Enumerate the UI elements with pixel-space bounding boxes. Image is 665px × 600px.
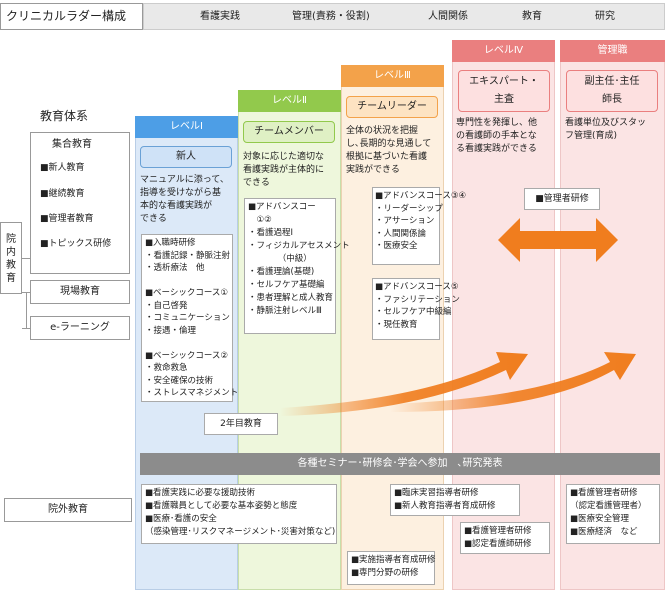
level4-description: 専門性を発揮し、他 の看護師の手本とな る看護実践ができる [456, 118, 538, 154]
management-training-box: ■管理者研修 [524, 188, 600, 210]
category-nursing-practice: 看護実践 [200, 11, 240, 22]
on-site-education: 現場教育 [30, 280, 130, 304]
group-item-manager: ■管理者教育 [40, 214, 94, 224]
level3-course-box-b: ■アドバンスコース⑤ ・ファシリテーション ・セルフケア中級編 ・現任教育 [372, 278, 460, 340]
seminar-bar: 各種セミナー･研修会･学会へ参加 ､研究発表 [140, 453, 660, 475]
connector [26, 292, 27, 329]
second-year-education: 2年目教育 [204, 413, 278, 435]
level3-description: 全体の状況を把握 し､長期的な見通して 根拠に基づいた看護 実践ができる [346, 126, 432, 175]
level2-course-box: ■アドバンスコー ①② ・看護過程Ⅰ ・フィジカルアセスメント （中級） ・看護… [244, 198, 350, 334]
level1-role: 新人 [140, 146, 232, 168]
double-arrow-icon [498, 218, 618, 262]
group-item-topics: ■トピックス研修 [40, 239, 112, 249]
management-description: 看護単位及びスタッ フ管理(育成) [565, 118, 647, 141]
level3-course-box-a: ■アドバンスコース③④ ・リーダーシップ ・アサーション ・人間関係論 ・医療安… [372, 187, 466, 265]
external-box-specialist: ■実施指導者育成研修 ■専門分野の研修 [347, 551, 436, 585]
level3-role: チームリーダー [346, 96, 438, 118]
group-item-new: ■新人教育 [40, 163, 85, 173]
external-box-management: ■看護管理者研修 （認定看護管理者） ■医療安全管理 ■医療経済 など [566, 484, 660, 544]
level1-header: レベルⅠ [135, 116, 238, 138]
e-learning: e-ラーニング [30, 316, 130, 340]
level4-role: エキスパート・ 主査 [458, 70, 550, 112]
category-education: 教育 [522, 11, 542, 22]
level3-header: レベルⅢ [341, 65, 444, 87]
education-system-title: 教育体系 [40, 109, 89, 123]
level2-role: チームメンバー [243, 121, 335, 143]
external-box-certified: ■看護管理者研修 ■認定看護師研修 [460, 522, 550, 554]
level1-course-box: ■入職時研修 ・看護記録・静脈注射 ・透析療法 他 ■ベーシックコース① ・自己… [141, 234, 238, 402]
external-education-label: 院外教育 [4, 498, 132, 522]
level2-description: 対象に応じた適切な 看護実践が主体的に できる [243, 152, 325, 188]
category-bar [143, 3, 665, 30]
progression-arrows [280, 352, 636, 416]
group-education-title: 集合教育 [52, 139, 92, 150]
level2-header: レベルⅡ [238, 90, 341, 112]
management-role: 副主任･主任 師長 [566, 70, 658, 112]
level1-description: マニュアルに添って、 指導を受けながら基 本的な看護実践が できる [140, 175, 229, 224]
management-header: 管理職 [560, 40, 665, 62]
connector [22, 258, 30, 259]
category-management: 管理(責務・役割) [292, 11, 370, 22]
external-box-basic: ■看護実践に必要な援助技術 ■看護職員として必要な基本姿勢と態度 ■医療･看護の… [141, 484, 337, 544]
in-hospital-education-label: 院 内 教 育 [0, 222, 22, 294]
category-research: 研究 [595, 11, 615, 22]
external-box-instructor: ■臨床実習指導者研修 ■新人教育指導者育成研修 [390, 484, 520, 516]
diagram-title: クリニカルラダー構成 [0, 3, 143, 30]
group-education-box [30, 132, 130, 274]
group-item-continuing: ■継続教育 [40, 189, 85, 199]
level4-header: レベルⅣ [452, 40, 555, 62]
category-relations: 人間関係 [428, 11, 468, 22]
